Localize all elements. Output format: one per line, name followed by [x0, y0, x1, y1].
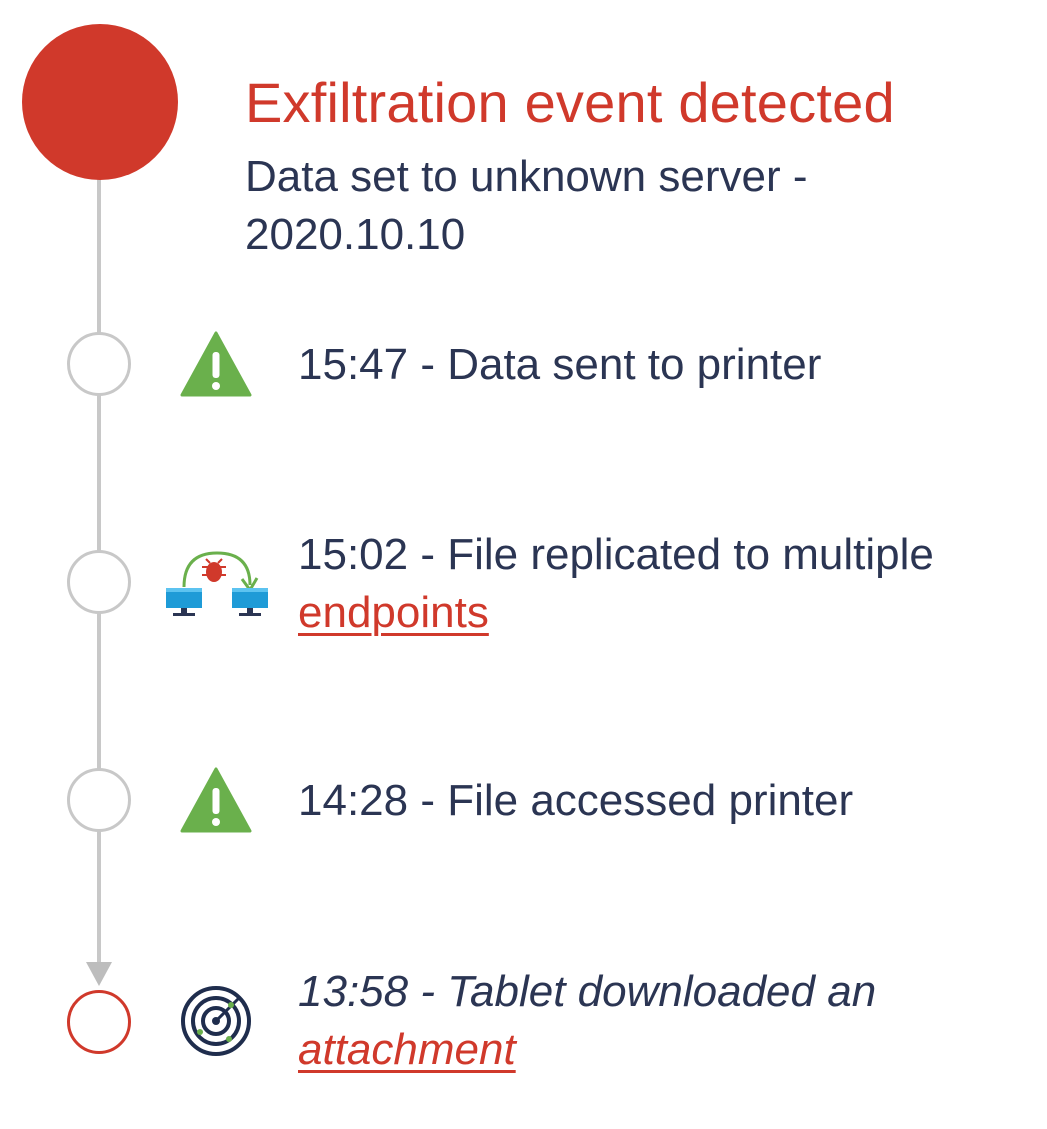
timeline-event-3: 14:28 - File accessed printer [298, 772, 853, 830]
event-text: 15:47 - Data sent to printer [298, 340, 822, 389]
timeline-node-1 [67, 332, 131, 396]
event-text: 15:02 - File replicated to multiple [298, 530, 934, 579]
event-text: 13:58 - Tablet downloaded an [298, 967, 877, 1016]
timeline-arrow [86, 962, 112, 986]
replication-icon [166, 551, 268, 616]
endpoints-link[interactable]: endpoints [298, 588, 489, 637]
radar-icon [181, 986, 251, 1056]
event-text: 14:28 - File accessed printer [298, 776, 854, 825]
event-subtitle: Data set to unknown server - 2020.10.10 [245, 152, 808, 259]
timeline-node-2 [67, 550, 131, 614]
warning-icon [180, 767, 252, 833]
warning-icon [180, 331, 252, 397]
attachment-link[interactable]: attachment [298, 1025, 516, 1074]
timeline-event-1: 15:47 - Data sent to printer [298, 336, 821, 394]
timeline-event-2: 15:02 - File replicated to multiple endp… [298, 526, 934, 642]
timeline-event-4: 13:58 - Tablet downloaded an attachment [298, 963, 876, 1079]
timeline-node-3 [67, 768, 131, 832]
alert-dot [22, 24, 178, 180]
timeline-node-4 [67, 990, 131, 1054]
event-title: Exfiltration event detected [245, 71, 895, 134]
